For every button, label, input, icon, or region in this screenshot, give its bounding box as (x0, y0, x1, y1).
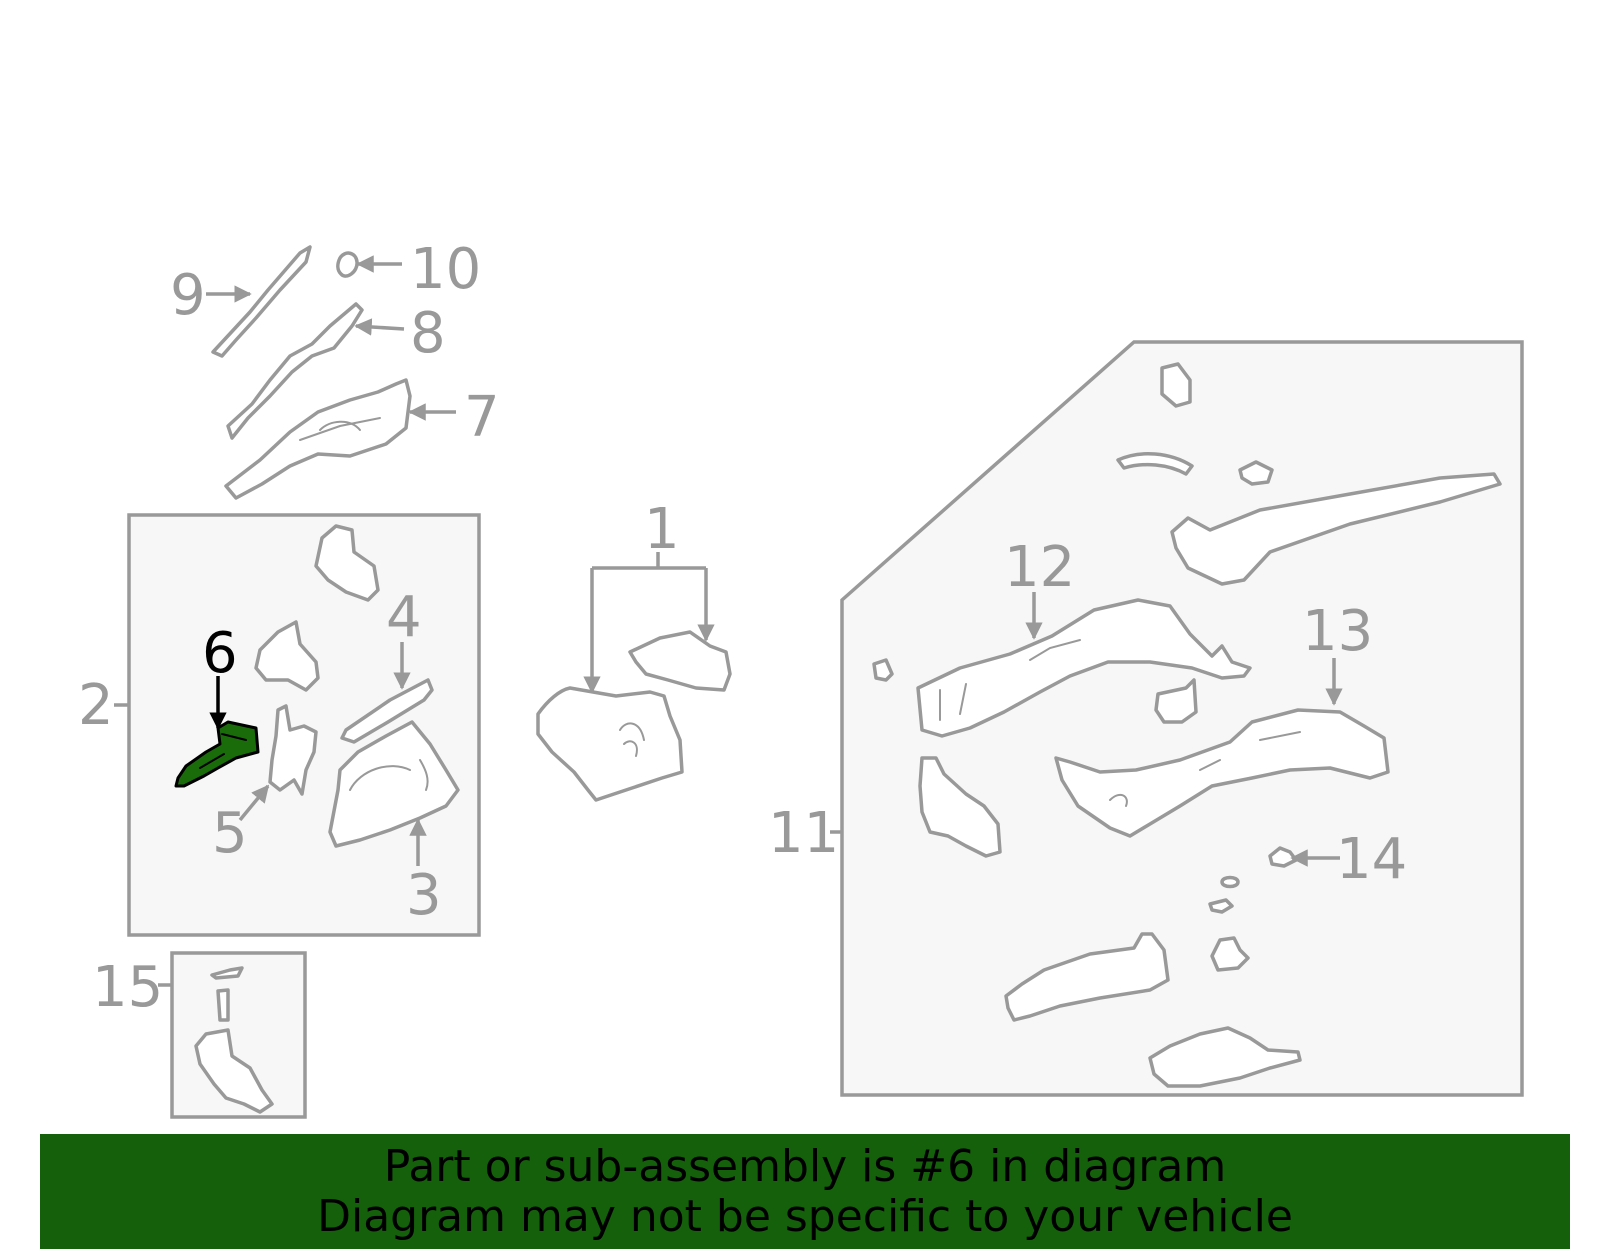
callout-7: 7 (464, 385, 500, 450)
part-11-small-nut-outline (872, 658, 894, 682)
part-11-left-bracket-outline (918, 756, 1002, 858)
leader-8 (354, 318, 405, 336)
callout-3: 3 (406, 863, 442, 928)
part-10-outline (336, 251, 359, 278)
callout-8: 8 (410, 301, 446, 366)
banner-line-2: Diagram may not be specific to your vehi… (317, 1190, 1293, 1242)
banner-line-1: Part or sub-assembly is #6 in diagram (383, 1140, 1227, 1192)
callout-5: 5 (212, 801, 248, 866)
part-11-hook-bracket-outline (1210, 936, 1250, 972)
callout-10: 10 (410, 237, 481, 302)
callout-2: 2 (78, 673, 114, 738)
part-11-curved-strip-outline (1116, 452, 1194, 476)
part-12-outline (916, 598, 1252, 738)
info-banner: Part or sub-assembly is #6 in diagram Di… (40, 1134, 1570, 1249)
part-2-upper-bracket-outline (314, 524, 380, 602)
part-5-outline (268, 704, 318, 796)
part-11-lower-bracket-outline (1004, 932, 1170, 1022)
part-8-outline (226, 302, 364, 440)
part-11-floor-bracket-outline (1148, 1026, 1302, 1088)
part-12-lower-clip-outline (1154, 678, 1198, 724)
part-11-small-washer-outline (1220, 875, 1240, 889)
part-15-bracket-outline (194, 1028, 274, 1114)
part-2-small-bracket-outline (254, 620, 320, 692)
callout-12: 12 (1004, 535, 1075, 600)
callout-11: 11 (768, 801, 839, 866)
part-11-rocker-rail-outline (1170, 472, 1502, 586)
part-3-outline (328, 720, 460, 848)
callout-9: 9 (170, 263, 206, 328)
part-11-top-clip-outline (1160, 362, 1192, 408)
part-13-outline (1054, 708, 1390, 838)
part-9-outline (211, 245, 312, 358)
part-1-right-bracket-outline (628, 630, 732, 692)
part-11-small-bracket-outline (1238, 460, 1274, 486)
callout-6: 6 (202, 621, 238, 686)
part-4-outline (340, 678, 434, 744)
callout-4: 4 (386, 585, 422, 650)
callout-14: 14 (1336, 827, 1407, 892)
part-15-pin-outline (216, 988, 230, 1022)
callout-15: 15 (92, 955, 163, 1020)
part-7-outline (224, 378, 412, 500)
part-1-left-panel-outline (536, 686, 684, 802)
leader-1-bracket (590, 552, 708, 692)
part-15-small-clip-outline (210, 966, 244, 980)
part-11-tiny-clip-outline (1208, 898, 1234, 914)
leader-5 (238, 784, 270, 822)
callout-1: 1 (644, 497, 680, 562)
callout-13: 13 (1302, 599, 1373, 664)
